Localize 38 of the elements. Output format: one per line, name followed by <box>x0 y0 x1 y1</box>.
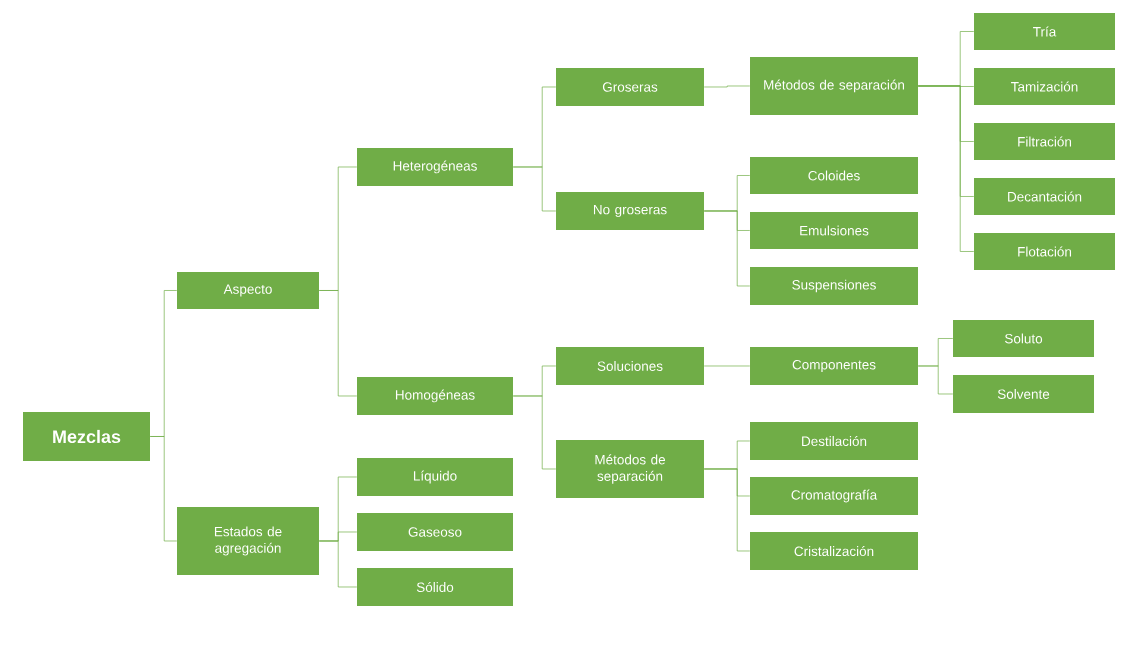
connector-line <box>703 85 751 88</box>
category-box: Cromatografía <box>750 477 918 515</box>
category-box: Sólido <box>357 568 513 606</box>
category-box: Líquido <box>357 458 513 496</box>
category-box: Homogéneas <box>357 377 513 415</box>
connector-line <box>149 436 178 542</box>
connector-line <box>318 290 358 397</box>
category-box: Destilación <box>750 422 918 460</box>
category-box: Soluto <box>953 320 1094 357</box>
connector-line <box>917 365 954 395</box>
category-box: Heterogéneas <box>357 148 513 186</box>
connector-line <box>512 395 557 470</box>
category-box: Flotación <box>974 233 1115 270</box>
connector-line <box>512 166 557 212</box>
connector-line <box>917 85 975 252</box>
category-box: Soluciones <box>556 347 704 385</box>
category-box: Solvente <box>953 375 1094 413</box>
category-box: Decantación <box>974 178 1115 215</box>
connector-line <box>318 540 358 588</box>
connector-line <box>703 210 751 287</box>
category-box: Componentes <box>750 347 918 385</box>
category-box: Estados de agregación <box>177 507 319 575</box>
category-box: Coloides <box>750 157 918 194</box>
category-box: Emulsiones <box>750 212 918 249</box>
category-box: Tamización <box>974 68 1115 105</box>
root-box: Mezclas <box>23 412 150 461</box>
category-box: Tría <box>974 13 1115 50</box>
category-box: Suspensiones <box>750 267 918 305</box>
category-box: Aspecto <box>177 272 319 309</box>
category-box: Filtración <box>974 123 1115 160</box>
category-box: Groseras <box>556 68 704 106</box>
connector-line <box>703 468 751 552</box>
category-box: No groseras <box>556 192 704 230</box>
category-box: Métodos de separación <box>556 440 704 498</box>
category-box: Cristalización <box>750 532 918 570</box>
category-box: Métodos de separación <box>750 57 918 115</box>
connector-line <box>703 365 751 367</box>
category-box: Gaseoso <box>357 513 513 551</box>
